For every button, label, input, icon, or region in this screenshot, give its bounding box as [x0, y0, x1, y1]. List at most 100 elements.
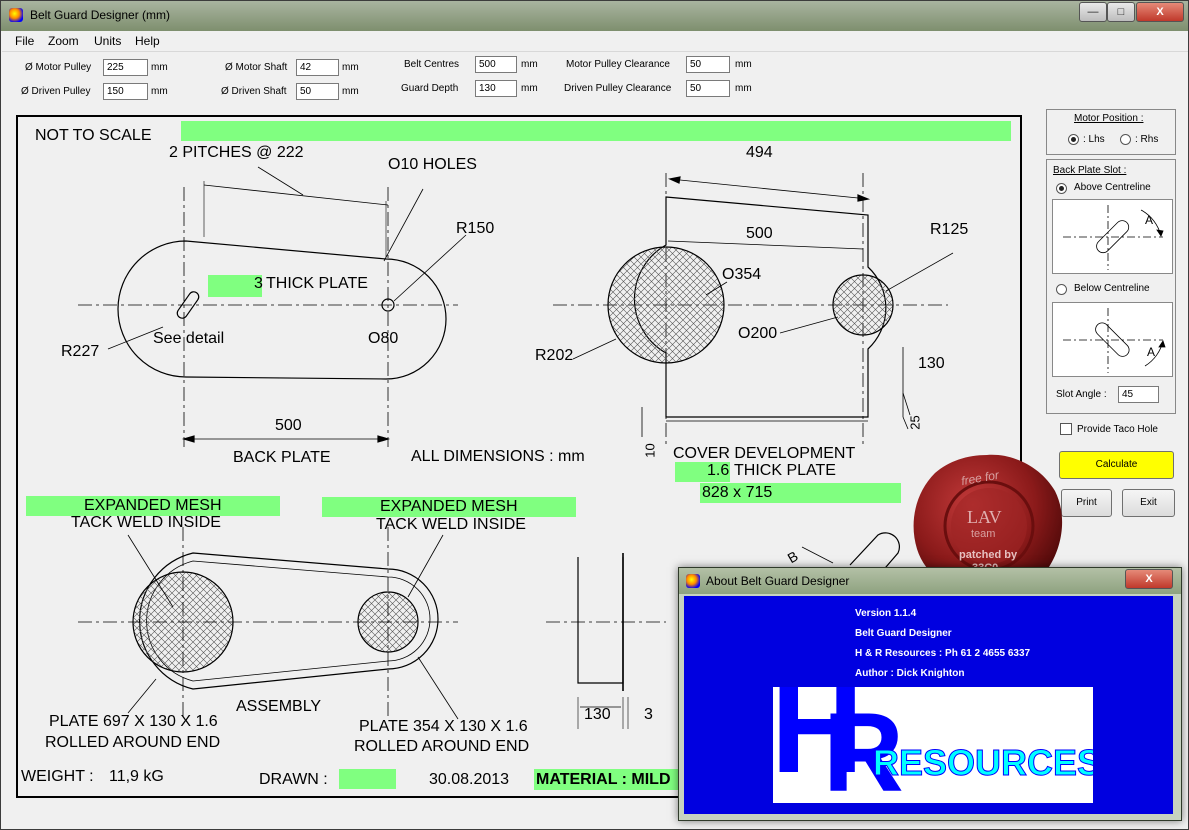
back-thickness-value: 3: [254, 275, 263, 292]
seal-graphic: [913, 454, 1063, 598]
o200-label: O200: [738, 325, 778, 342]
motor-shaft-input[interactable]: 42: [296, 59, 339, 76]
mesh-left-field[interactable]: [26, 496, 280, 516]
motor-shaft-label: Ø Motor Shaft: [225, 62, 288, 73]
seal-text-team: team: [971, 528, 996, 540]
o354-label: O354: [722, 266, 762, 283]
taco-hole-checkbox[interactable]: [1060, 423, 1072, 435]
back-plate-outline: [117, 240, 447, 380]
driven-clearance-label: Driven Pulley Clearance: [564, 83, 672, 94]
about-app-icon: [686, 574, 700, 588]
cover-size-field[interactable]: [700, 483, 901, 503]
back-thickness-field[interactable]: [208, 275, 262, 297]
motor-pulley-input[interactable]: 225: [103, 59, 148, 76]
above-slot-diagram: [1063, 205, 1164, 270]
motor-shaft-unit: mm: [342, 62, 359, 73]
motor-clearance-input[interactable]: 50: [686, 56, 730, 73]
driven-pulley-unit: mm: [151, 86, 168, 97]
r150-label: R150: [456, 220, 495, 237]
material-field[interactable]: [534, 769, 680, 790]
menu-help[interactable]: Help: [135, 34, 160, 48]
section-profile: [577, 557, 624, 684]
maximize-button[interactable]: □: [1107, 2, 1135, 22]
above-centreline-label: Above Centreline: [1074, 182, 1151, 193]
holes-label: O10 HOLES: [388, 156, 477, 173]
drawn-by-field[interactable]: [339, 769, 396, 789]
title-bar[interactable]: Belt Guard Designer (mm) — □ X: [1, 1, 1188, 31]
guard-depth-input[interactable]: 130: [475, 80, 517, 97]
belt-centres-label: Belt Centres: [404, 59, 460, 70]
drawing-lines: [78, 166, 954, 729]
about-company: H & R Resources : Ph 61 2 4655 6337: [855, 648, 1031, 659]
cover-thick-plate-label: THICK PLATE: [734, 462, 836, 479]
cover-dim-10: 10: [642, 443, 658, 458]
mesh-right-field[interactable]: [322, 497, 576, 517]
belt-centres-input[interactable]: 500: [475, 56, 517, 73]
driven-shaft-input[interactable]: 50: [296, 83, 339, 100]
detail-slot: [849, 532, 901, 582]
see-detail-label: See detail: [153, 330, 225, 347]
driven-pulley-input[interactable]: 150: [103, 83, 148, 100]
cover-dim-500: 500: [746, 225, 773, 242]
driven-shaft-unit: mm: [342, 86, 359, 97]
back-thick-plate-label: THICK PLATE: [266, 275, 368, 292]
driven-clearance-input[interactable]: 50: [686, 80, 730, 97]
cover-development-title: COVER DEVELOPMENT: [673, 445, 856, 462]
logo-r: R: [823, 690, 904, 804]
pitches-label: 2 PITCHES @ 222: [169, 144, 304, 161]
below-centreline-radio[interactable]: [1056, 284, 1067, 295]
above-centreline-radio[interactable]: [1056, 183, 1067, 194]
wax-seal: free for LAV team patched by 33C0: [909, 451, 1065, 601]
weight-value: 11,9 kG: [109, 768, 164, 785]
rhs-label: : Rhs: [1135, 134, 1159, 145]
about-dialog: About Belt Guard Designer X Version 1.1.…: [678, 567, 1182, 821]
r202-label: R202: [535, 347, 574, 364]
plate-right-line1: PLATE 354 X 130 X 1.6: [359, 718, 528, 735]
print-button[interactable]: Print: [1061, 489, 1112, 517]
driven-clearance-unit: mm: [735, 83, 752, 94]
section-dim-130: 130: [584, 706, 611, 723]
rhs-radio[interactable]: [1120, 134, 1131, 145]
all-dimensions-label: ALL DIMENSIONS : mm: [411, 448, 585, 465]
guard-depth-label: Guard Depth: [401, 83, 459, 94]
below-centreline-label: Below Centreline: [1074, 283, 1150, 294]
menu-units[interactable]: Units: [94, 34, 122, 48]
below-angle-letter: A: [1147, 345, 1156, 359]
menu-zoom[interactable]: Zoom: [48, 34, 79, 48]
driven-shaft-label: Ø Driven Shaft: [221, 86, 287, 97]
menu-file[interactable]: File: [15, 34, 35, 48]
slot-angle-input[interactable]: 45: [1118, 386, 1159, 403]
driven-shaft-hole: [381, 298, 395, 312]
about-title-bar[interactable]: About Belt Guard Designer X: [679, 568, 1181, 594]
close-button[interactable]: X: [1136, 2, 1184, 22]
seal-text-patched-by: patched by: [959, 549, 1018, 561]
cover-thickness-field[interactable]: [675, 462, 730, 482]
motor-pulley-disc: [607, 246, 725, 364]
motor-clearance-label: Motor Pulley Clearance: [566, 59, 670, 70]
exit-button[interactable]: Exit: [1122, 489, 1175, 517]
about-close-button[interactable]: X: [1125, 569, 1173, 589]
plate-right-line2: ROLLED AROUND END: [354, 738, 530, 755]
motor-pulley-label: Ø Motor Pulley: [25, 62, 92, 73]
seal-text-lav: LAV: [967, 507, 1002, 527]
material-label: MATERIAL : MILD: [536, 771, 671, 788]
window-title: Belt Guard Designer (mm): [30, 8, 171, 22]
back-plate-slot-label: Back Plate Slot :: [1053, 165, 1127, 176]
calculate-button[interactable]: Calculate: [1059, 451, 1174, 479]
motor-pulley-unit: mm: [151, 62, 168, 73]
motor-position-label: Motor Position :: [1074, 113, 1144, 124]
minimize-button[interactable]: —: [1079, 2, 1107, 22]
cover-size-value: 828 x 715: [702, 484, 773, 501]
about-author: Author : Dick Knighton: [855, 668, 965, 679]
r227-label: R227: [61, 343, 100, 360]
o80-label: O80: [368, 330, 399, 347]
cover-dim-130: 130: [918, 355, 945, 372]
title-field[interactable]: [181, 121, 1011, 141]
motor-slot: [176, 291, 200, 319]
section-dim-3: 3: [644, 706, 653, 723]
lhs-radio[interactable]: [1068, 134, 1079, 145]
plate-left-line1: PLATE 697 X 130 X 1.6: [49, 713, 218, 730]
mesh-right-label: EXPANDED MESH: [380, 498, 518, 515]
cover-dim-494: 494: [746, 144, 773, 161]
